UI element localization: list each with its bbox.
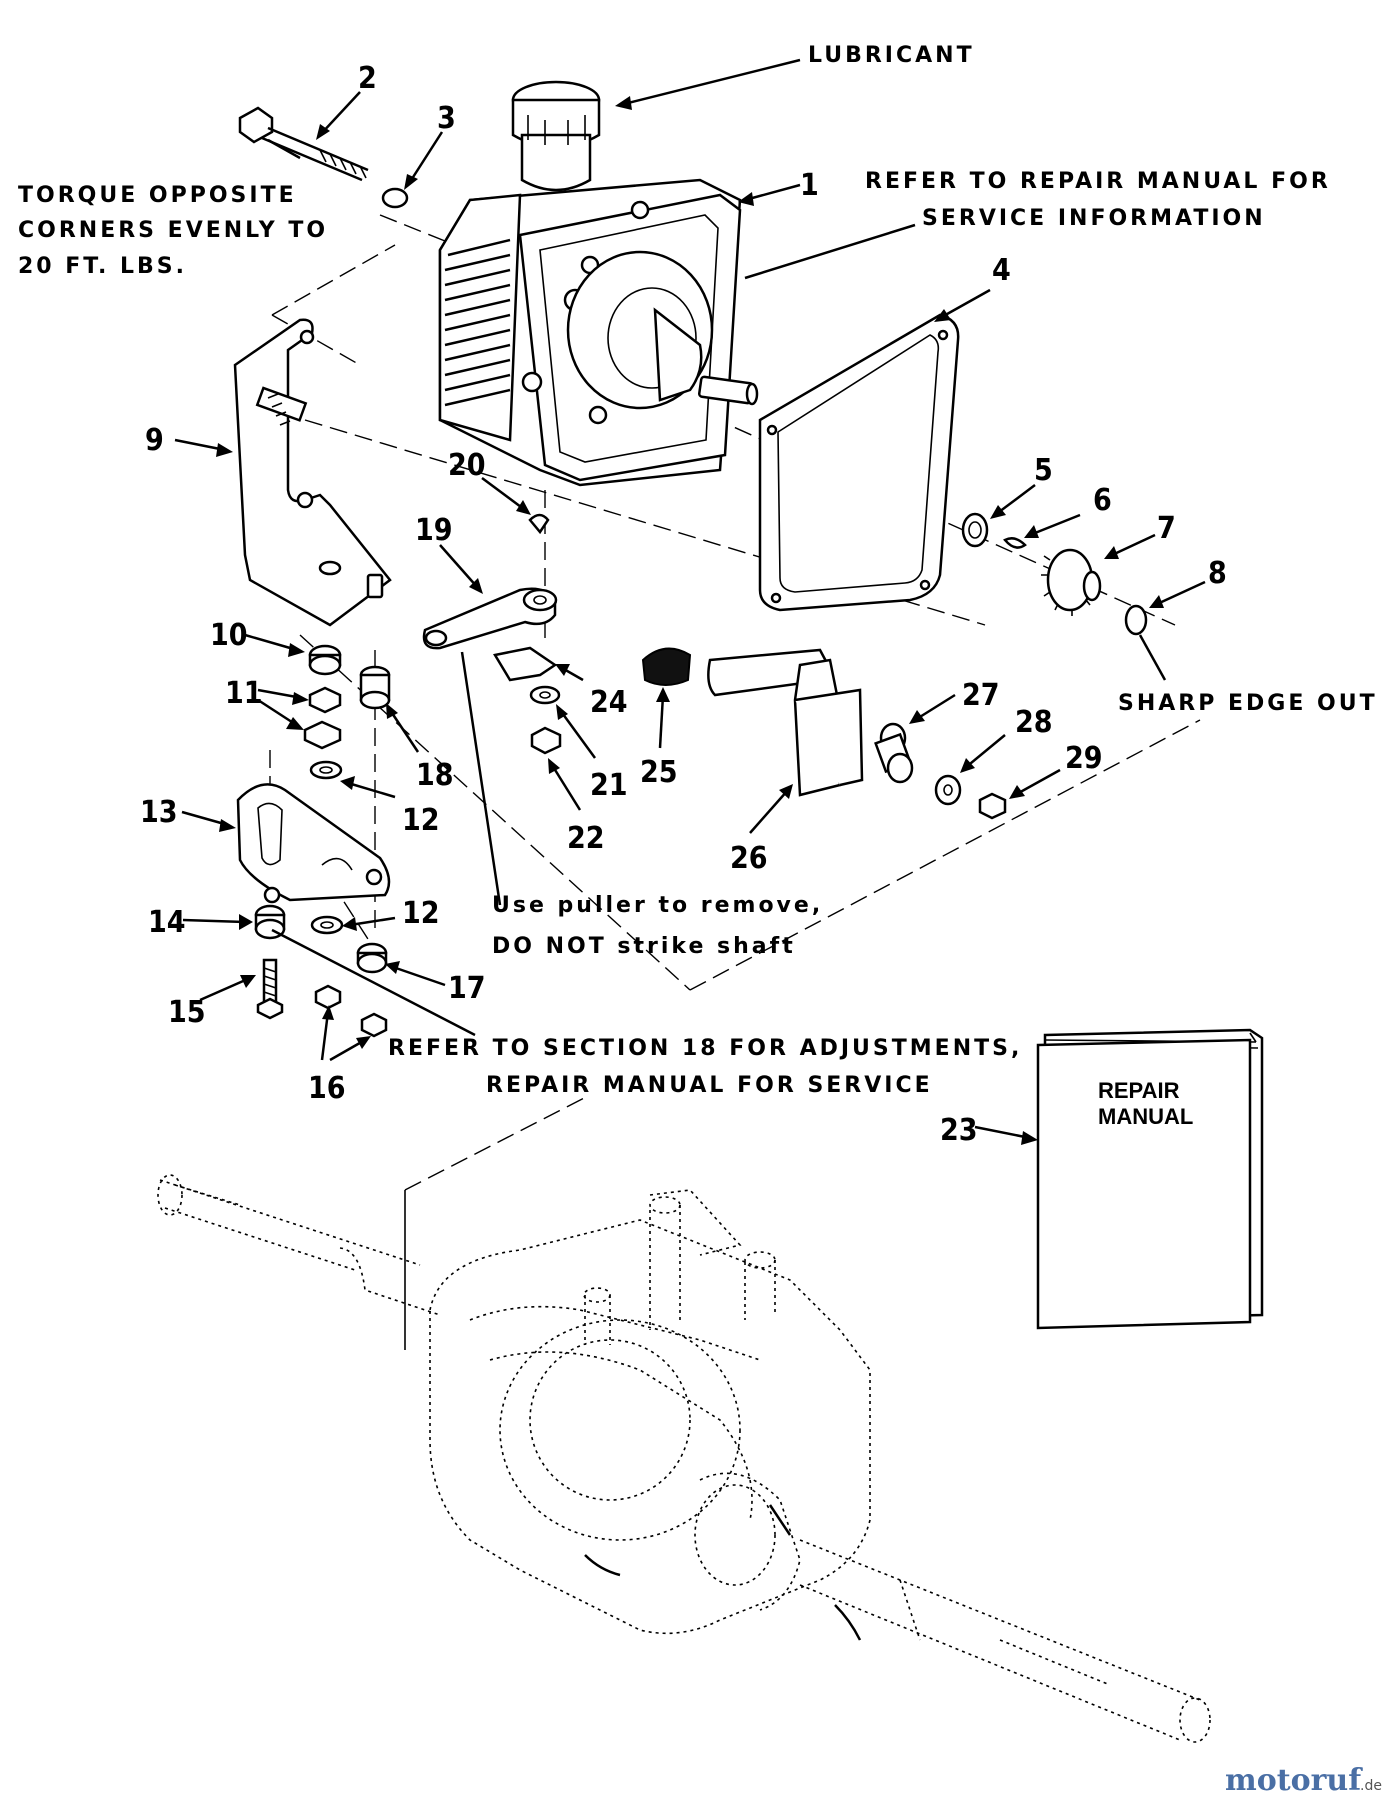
annotation-notes: LUBRICANT REFER TO REPAIR MANUAL FOR SER… [18,43,1378,1098]
part-label-12-lower: 12 [402,896,440,931]
watermark-name: motoruf [1225,1763,1363,1798]
gear-part-7 [1041,548,1102,616]
part-label-27: 27 [962,678,1000,713]
part-label-29: 29 [1065,741,1103,776]
part-label-3: 3 [437,101,456,136]
leader-arrows [174,58,1206,1145]
knob-part-25 [641,647,692,686]
part-label-18: 18 [416,758,454,793]
part-label-8: 8 [1208,556,1227,591]
watermark-tld: .de [1360,1778,1382,1794]
note-section-line-2: REPAIR MANUAL FOR SERVICE [486,1073,933,1098]
transmission-housing [438,80,759,487]
part-label-24: 24 [590,685,628,720]
part-label-12-upper: 12 [402,803,440,838]
shift-lever-part-26 [707,648,864,797]
gasket-part-4 [758,313,960,612]
manual-title-line-1: REPAIR [1098,1078,1180,1103]
spacer-washer-nut [874,722,1007,820]
part-label-10: 10 [210,618,248,653]
lever-arm-part-19 [422,513,558,650]
center-hardware [493,646,562,755]
note-section-line-1: REFER TO SECTION 18 FOR ADJUSTMENTS, [388,1036,1022,1061]
part-label-23: 23 [940,1113,978,1148]
note-puller-line-1: Use puller to remove, [492,893,823,918]
part-label-16: 16 [308,1071,346,1106]
part-label-11: 11 [225,676,263,711]
watermark-logo: motoruf .de [1225,1763,1382,1798]
part-label-17: 17 [448,971,486,1006]
shaft-pieces [961,512,1148,636]
note-puller-line-2: DO NOT strike shaft [492,934,796,959]
bracket-part-9 [233,318,392,627]
note-sharp-edge: SHARP EDGE OUT [1118,691,1378,716]
part-label-1: 1 [800,168,819,203]
part-label-26: 26 [730,841,768,876]
part-label-9: 9 [145,423,164,458]
part-number-labels: 1 2 3 4 5 6 7 8 9 10 11 12 12 13 14 15 1… [140,61,1227,1148]
part-label-25: 25 [640,755,678,790]
part-label-15: 15 [168,995,206,1030]
part-label-28: 28 [1015,705,1053,740]
part-label-20: 20 [448,448,486,483]
manual-title-line-2: MANUAL [1098,1104,1193,1129]
note-torque-line-2: CORNERS EVENLY TO [18,218,328,243]
bolt-part-2 [238,106,369,182]
note-lubricant: LUBRICANT [808,43,975,68]
part-label-14: 14 [148,905,186,940]
part-label-7: 7 [1157,511,1176,546]
part-label-13: 13 [140,795,178,830]
part-label-21: 21 [590,768,628,803]
note-repair-ref-line-1: REFER TO REPAIR MANUAL FOR [865,169,1331,194]
part-label-19: 19 [415,513,453,548]
part-label-6: 6 [1093,483,1112,518]
part-label-5: 5 [1034,453,1053,488]
note-torque-line-3: 20 FT. LBS. [18,254,187,279]
transaxle-assembly [157,1174,1211,1743]
washer-part-3 [381,187,409,209]
part-label-2: 2 [358,61,377,96]
part-label-4: 4 [992,253,1011,288]
left-hardware-stack [236,644,391,1038]
note-torque-line-1: TORQUE OPPOSITE [18,183,297,208]
repair-manual-book: REPAIR MANUAL [1036,1028,1264,1330]
part-label-22: 22 [567,821,605,856]
note-repair-ref-line-2: SERVICE INFORMATION [922,206,1266,231]
